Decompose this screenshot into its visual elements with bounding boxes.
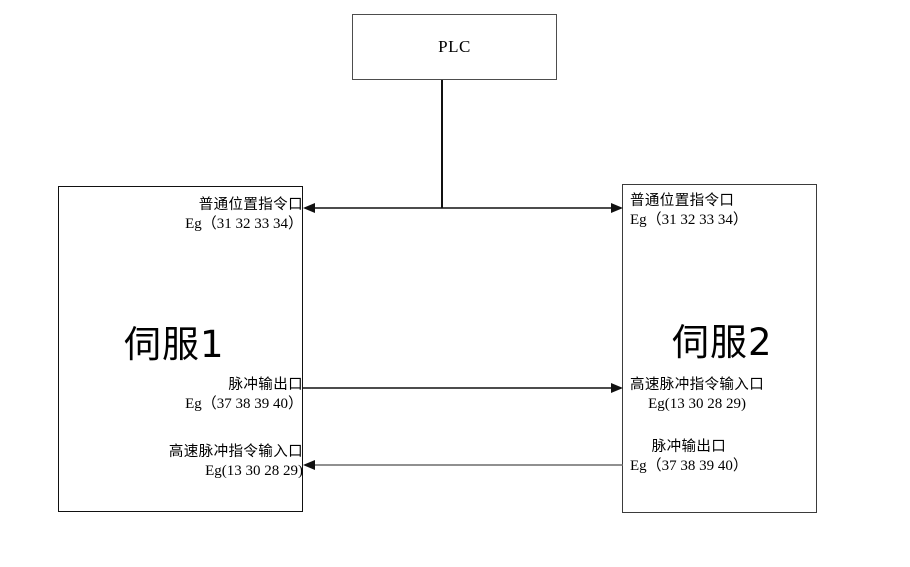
- connector-plc-to-servos: [296, 201, 630, 215]
- servo2-port-high-speed-pulse-input-eg: Eg(13 30 28 29): [648, 395, 746, 412]
- connector-servo1-out-to-servo2-in: [296, 381, 630, 395]
- plc-label: PLC: [438, 37, 471, 56]
- servo1-port-pulse-output: 脉冲输出口 Eg（37 38 39 40）: [185, 376, 303, 414]
- servo2-box: [622, 184, 817, 513]
- servo2-port-high-speed-pulse-input-name: 高速脉冲指令输入口: [630, 377, 765, 393]
- plc-drop-line: [441, 80, 443, 208]
- servo1-port-position-command: 普通位置指令口 Eg（31 32 33 34）: [185, 196, 303, 234]
- servo1-title: 伺服1: [124, 323, 225, 366]
- servo2-port-position-command-name: 普通位置指令口: [630, 193, 735, 209]
- servo2-port-position-command-eg: Eg（31 32 33 34）: [630, 211, 748, 228]
- servo1-box: [58, 186, 303, 512]
- servo1-port-high-speed-pulse-input: 高速脉冲指令输入口 Eg(13 30 28 29): [169, 443, 303, 481]
- servo2-port-pulse-output-eg: Eg（37 38 39 40）: [630, 457, 748, 474]
- servo1-port-position-command-eg: Eg（31 32 33 34）: [185, 215, 303, 232]
- servo2-title: 伺服2: [672, 321, 773, 364]
- servo1-port-pulse-output-name: 脉冲输出口: [228, 377, 303, 393]
- servo2-port-pulse-output-name: 脉冲输出口: [651, 439, 727, 455]
- connector-servo2-out-to-servo1-in: [296, 458, 630, 472]
- servo1-port-position-command-name: 普通位置指令口: [198, 197, 303, 213]
- servo1-port-high-speed-pulse-input-name: 高速脉冲指令输入口: [168, 444, 303, 460]
- servo1-port-high-speed-pulse-input-eg: Eg(13 30 28 29): [205, 462, 303, 479]
- servo2-port-pulse-output: 脉冲输出口 Eg（37 38 39 40）: [630, 438, 748, 476]
- servo2-port-high-speed-pulse-input: 高速脉冲指令输入口 Eg(13 30 28 29): [630, 376, 764, 414]
- servo1-port-pulse-output-eg: Eg（37 38 39 40）: [185, 395, 303, 412]
- plc-box: PLC: [352, 14, 557, 80]
- servo2-port-position-command: 普通位置指令口 Eg（31 32 33 34）: [630, 192, 748, 230]
